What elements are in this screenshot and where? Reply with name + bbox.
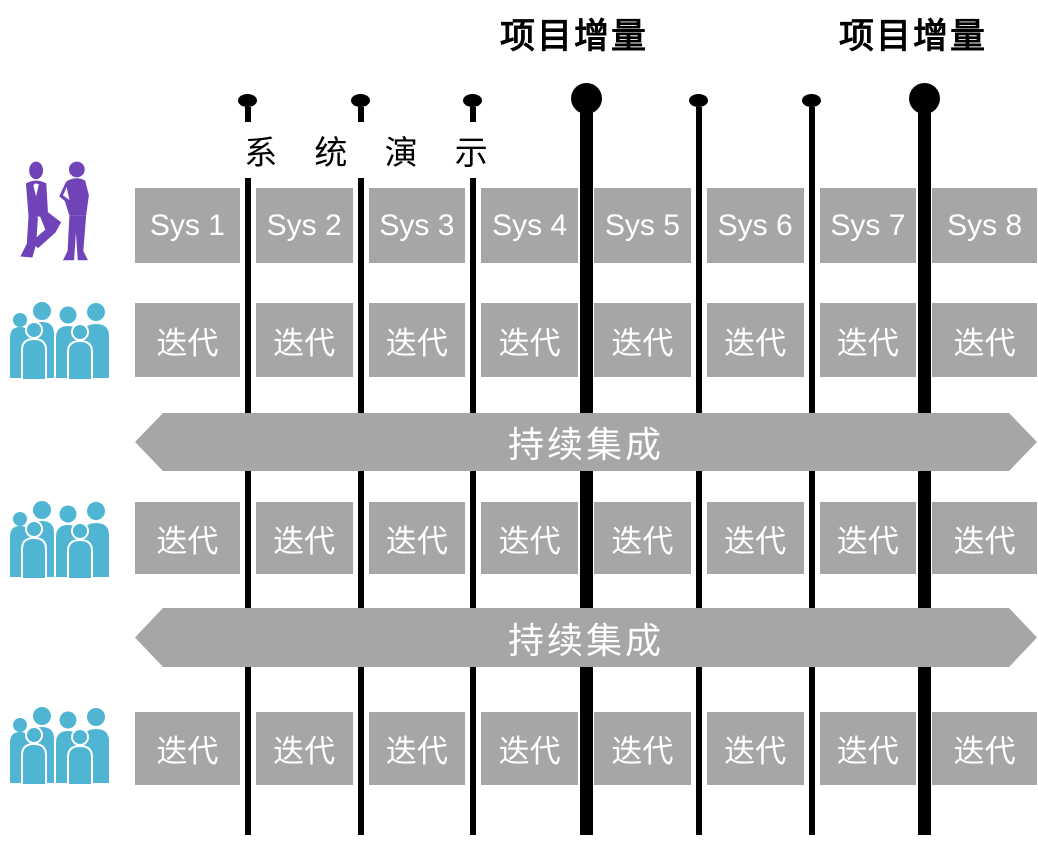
- iteration-cell: 迭代: [135, 712, 248, 785]
- team-icon: [10, 707, 109, 786]
- continuous-integration-arrow: 持续集成: [135, 608, 1037, 667]
- project-increment-label: 项目增量: [499, 17, 648, 56]
- iteration-cell: 迭代: [812, 303, 925, 377]
- system-cell: Sys 7: [812, 188, 925, 263]
- system-demo-label: 系 统 演 示: [228, 122, 518, 178]
- iteration-boundary-line: [696, 107, 702, 835]
- team-icon: [10, 501, 109, 580]
- iteration-row: 迭代迭代迭代迭代迭代迭代迭代迭代: [135, 502, 1037, 574]
- project-increment-label: 项目增量: [838, 17, 987, 56]
- iteration-cell: 迭代: [924, 712, 1037, 785]
- system-cell: Sys 2: [248, 188, 361, 263]
- iteration-cell: 迭代: [135, 502, 248, 574]
- system-cell: Sys 8: [924, 188, 1037, 263]
- iteration-cell: 迭代: [699, 502, 812, 574]
- iteration-cell: 迭代: [586, 712, 699, 785]
- iteration-cell: 迭代: [586, 303, 699, 377]
- iteration-cell: 迭代: [361, 712, 474, 785]
- iteration-cell: 迭代: [248, 303, 361, 377]
- milestone-dot-large-icon: [909, 83, 940, 114]
- iteration-cell: 迭代: [473, 502, 586, 574]
- system-cell: Sys 6: [699, 188, 812, 263]
- milestone-dot-small-icon: [689, 94, 708, 107]
- stakeholders-icon: [20, 161, 89, 261]
- milestone-dot-small-icon: [463, 94, 482, 107]
- iteration-boundary-line: [470, 107, 476, 835]
- team-icon: [10, 302, 109, 381]
- iteration-row: 迭代迭代迭代迭代迭代迭代迭代迭代: [135, 712, 1037, 785]
- continuous-integration-arrow: 持续集成: [135, 413, 1037, 471]
- iteration-cell: 迭代: [699, 303, 812, 377]
- system-cell: Sys 4: [473, 188, 586, 263]
- iteration-cell: 迭代: [361, 502, 474, 574]
- iteration-cell: 迭代: [361, 303, 474, 377]
- iteration-cell: 迭代: [924, 303, 1037, 377]
- system-cell: Sys 3: [361, 188, 474, 263]
- iteration-cell: 迭代: [812, 712, 925, 785]
- iteration-boundary-line: [809, 107, 815, 835]
- iteration-boundary-line: [358, 107, 364, 835]
- iteration-cell: 迭代: [586, 502, 699, 574]
- system-cell: Sys 1: [135, 188, 248, 263]
- milestone-dot-small-icon: [351, 94, 370, 107]
- iteration-cell: 迭代: [699, 712, 812, 785]
- iteration-cell: 迭代: [248, 712, 361, 785]
- iteration-row: 迭代迭代迭代迭代迭代迭代迭代迭代: [135, 303, 1037, 377]
- iteration-cell: 迭代: [248, 502, 361, 574]
- milestone-dot-small-icon: [802, 94, 821, 107]
- milestone-dot-large-icon: [571, 83, 602, 114]
- iteration-cell: 迭代: [473, 712, 586, 785]
- iteration-cell: 迭代: [135, 303, 248, 377]
- iteration-boundary-line: [245, 107, 251, 835]
- iteration-cell: 迭代: [924, 502, 1037, 574]
- iteration-cell: 迭代: [812, 502, 925, 574]
- milestone-dot-small-icon: [238, 94, 257, 107]
- iteration-cell: 迭代: [473, 303, 586, 377]
- system-cell: Sys 5: [586, 188, 699, 263]
